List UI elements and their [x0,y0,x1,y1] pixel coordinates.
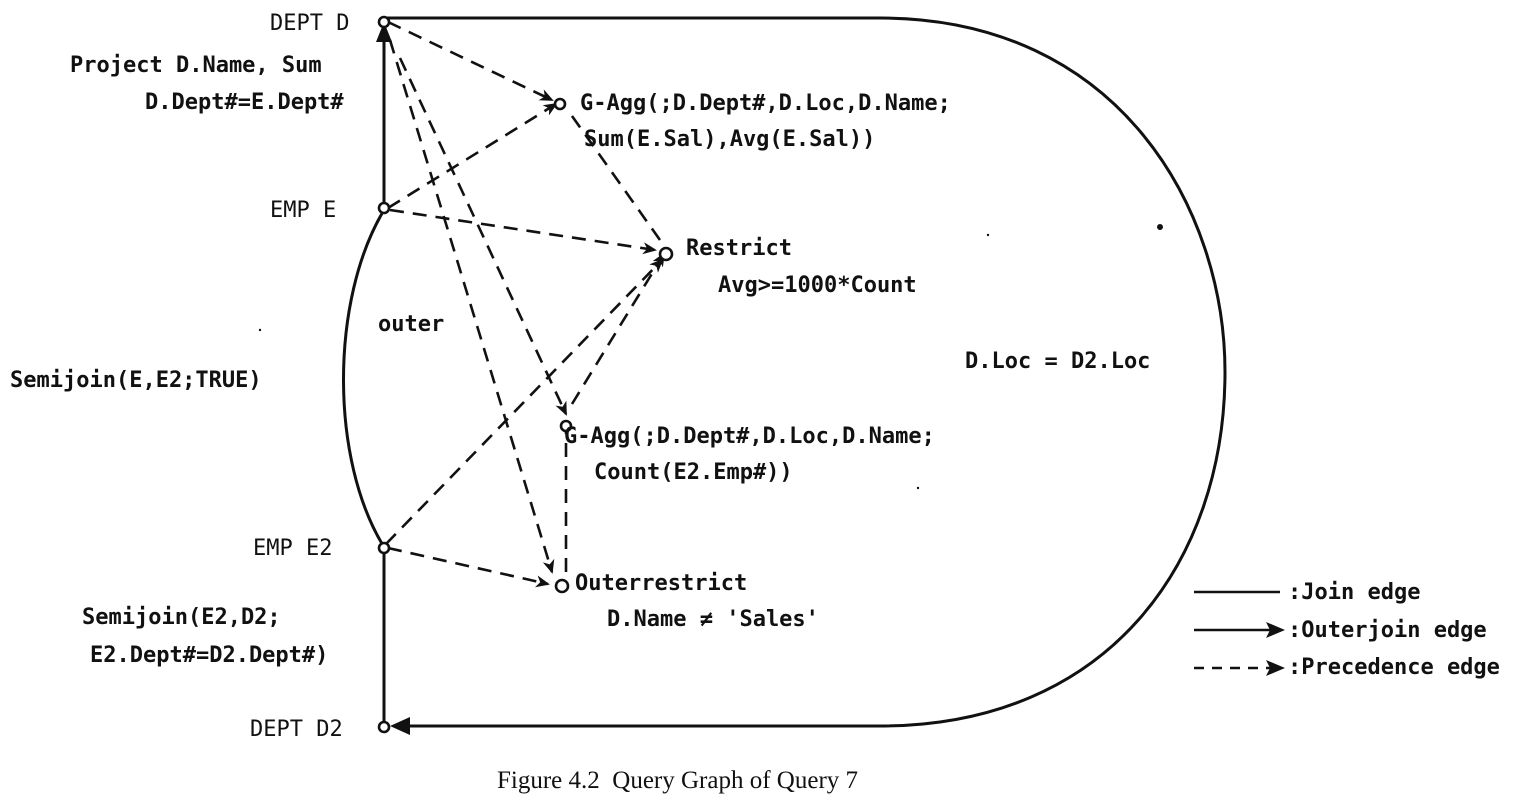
node-label-dept-d2: DEPT D2 [250,717,343,742]
node-label-emp-e: EMP E [270,198,337,223]
outerjoin-arrows [376,22,410,735]
op-restrict-line2: Avg>=1000*Count [718,273,917,298]
node-outerrestrict [554,578,570,594]
node-emp-e [377,201,391,215]
node-dept-d [377,15,391,29]
label-project-line2: D.Dept#=E.Dept# [145,90,344,115]
node-label-dept-d: DEPT D [270,11,350,36]
arrow-into-dept-d [376,22,392,42]
op-gagg1-line1: G-Agg(;D.Dept#,D.Loc,D.Name; [580,91,951,116]
figure-caption: Figure 4.2 Query Graph of Query 7 [497,767,859,794]
prec-emp-e-gagg1 [387,102,558,210]
legend-outerjoin-label: :Outerjoin edge [1288,618,1487,643]
join-edges [342,16,1227,728]
edge-dept-d-dept-d2 [386,16,1227,728]
node-label-emp-e2: EMP E2 [253,536,333,561]
prec-gagg1-restrict [570,115,662,241]
legend-join-label: :Join edge [1288,580,1421,605]
label-semijoin-e2-d2-line2: E2.Dept#=D2.Dept#) [90,643,329,668]
node-restrict [658,246,674,262]
node-gagg2 [559,419,573,433]
arrow-into-dept-d2 [390,717,410,735]
node-markers [377,15,674,734]
prec-dept-d-gagg2 [398,57,568,416]
node-gagg1 [553,97,567,111]
op-restrict-line1: Restrict [686,236,792,261]
label-loc-join: D.Loc = D2.Loc [965,349,1151,374]
label-semijoin-e-e2: Semijoin(E,E2;TRUE) [10,368,262,393]
prec-emp-e2-outerrestrict [387,546,550,588]
op-outerrestrict-line1: Outerrestrict [575,571,748,596]
legend-marks [1194,590,1280,670]
op-outerrestrict-line2: D.Name ≠ 'Sales' [607,607,819,632]
legend-arrowheads [1266,622,1285,676]
op-gagg2-line1: G-Agg(;D.Dept#,D.Loc,D.Name; [564,424,935,449]
label-project-line1: Project D.Name, Sum [70,53,322,78]
scan-dots [258,224,1163,490]
label-outer: outer [378,312,445,337]
op-gagg2-line2: Count(E2.Emp#)) [594,460,793,485]
prec-emp-e2-restrict [385,258,664,545]
legend-precedence-arrow [1266,660,1285,676]
legend-precedence-label: :Precedence edge [1288,655,1500,680]
node-dept-d2 [377,720,391,734]
prec-emp-e-restrict [389,208,657,255]
op-gagg1-line2: Sum(E.Sal),Avg(E.Sal)) [584,127,876,152]
prec-dept-d-gagg1 [387,20,554,102]
legend-outerjoin-arrow [1266,622,1285,638]
edge-emp-e-emp-e2 [342,209,386,548]
node-emp-e2 [377,541,391,555]
precedence-edges [385,20,666,588]
label-semijoin-e2-d2-line1: Semijoin(E2,D2; [82,605,281,630]
prec-dept-d-outerrestrict [388,39,555,574]
prec-gagg2-restrict [570,252,666,405]
